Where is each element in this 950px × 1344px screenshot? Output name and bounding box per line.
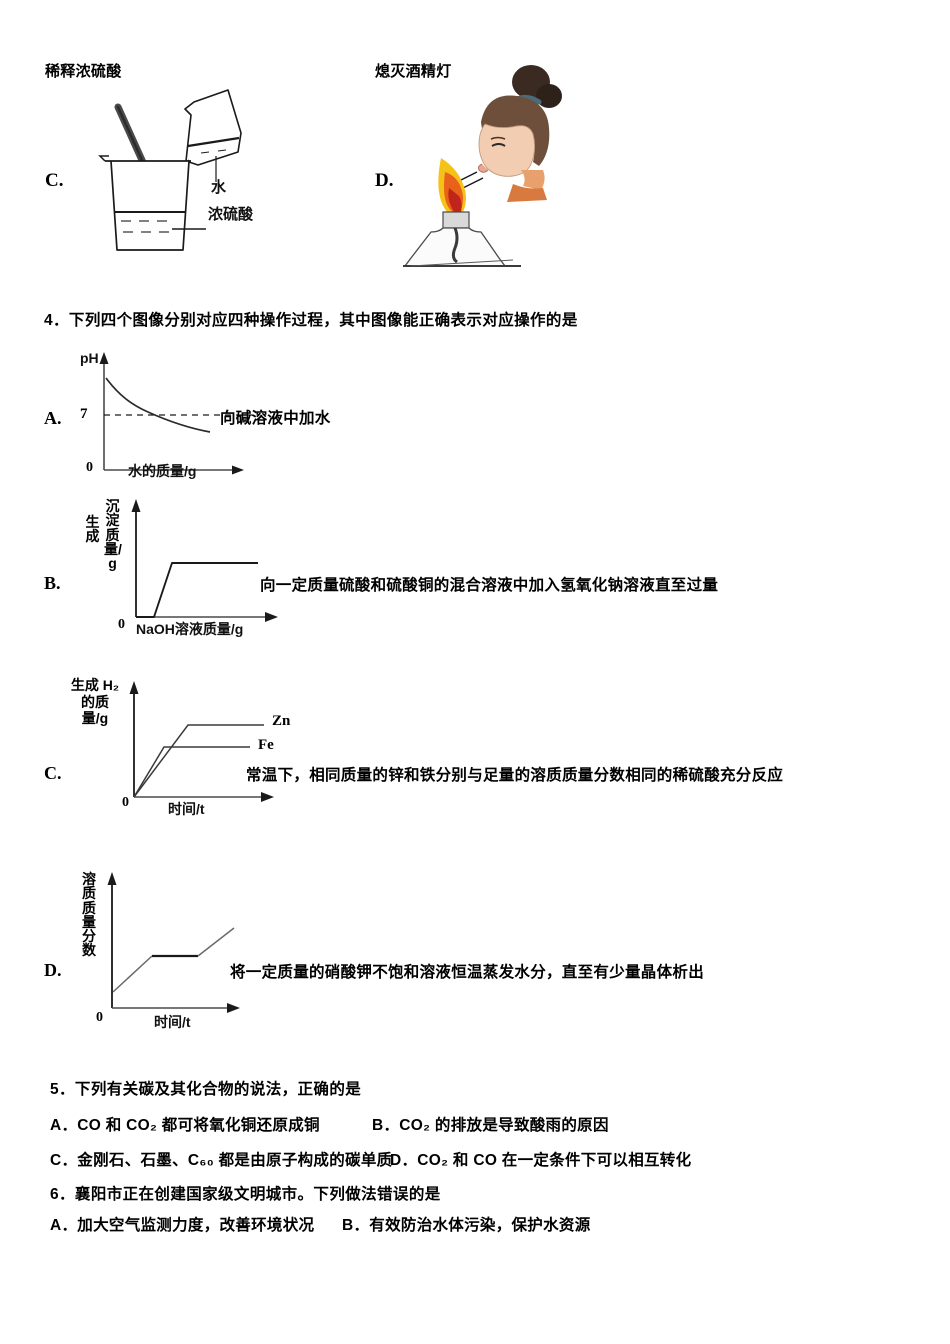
chart-a-letter: A. xyxy=(44,408,62,428)
apparatus-letter-d: D. xyxy=(375,170,394,191)
chart-d-xlabel: 时间/t xyxy=(154,1014,191,1030)
alcohol-lamp-blowout-icon xyxy=(403,65,562,267)
option-4b-description: 向一定质量硫酸和硫酸铜的混合溶液中加入氢氧化钠溶液直至过量 xyxy=(260,577,719,594)
chart-a-block: A. pH 7 0 水的质量/g 向碱溶液中加水 xyxy=(44,348,904,488)
chart-d-origin: 0 xyxy=(96,1010,103,1025)
apparatus-row: C. xyxy=(0,60,950,290)
chart-d-ylabel: 溶质质量分数 xyxy=(82,871,96,959)
chart-a-plot xyxy=(99,352,252,475)
chart-a-ylabel: pH xyxy=(80,350,99,366)
chart-c-letter: C. xyxy=(44,763,62,783)
beaker-label-conc-acid: 浓硫酸 xyxy=(208,206,254,223)
chart-c-block: C. 生成 H₂ 的质量/g Zn Fe 0 时间/t 常温下，相同质量的锌和铁… xyxy=(44,675,924,830)
chart-c-ylabel: 生成 H₂ 的质量/g xyxy=(68,677,122,727)
question-4-stem: 4．下列四个图像分别对应四种操作过程，其中图像能正确表示对应操作的是 xyxy=(44,312,578,329)
chart-c-plot xyxy=(129,681,274,802)
chart-b-letter: B. xyxy=(44,573,61,593)
chart-c-origin: 0 xyxy=(122,795,129,810)
chart-a-origin: 0 xyxy=(86,460,93,475)
question-5-option-c: C．金刚石、石墨、C₆₀ 都是由原子构成的碳单质 xyxy=(50,1152,393,1169)
chart-b-plot xyxy=(131,499,278,622)
option-4c-description: 常温下，相同质量的锌和铁分别与足量的溶质质量分数相同的稀硫酸充分反应 xyxy=(246,767,784,784)
apparatus-caption-c: 稀释浓硫酸 xyxy=(45,63,122,80)
chart-b-ylabel-right: 沉淀质量/g xyxy=(104,498,122,572)
chart-b-xlabel: NaOH溶液质量/g xyxy=(136,621,244,637)
question-6-option-b: B．有效防治水体污染，保护水资源 xyxy=(342,1217,591,1234)
chart-a-xlabel: 水的质量/g xyxy=(128,463,197,479)
chart-b-origin: 0 xyxy=(118,617,125,632)
chart-c-xlabel: 时间/t xyxy=(168,801,205,817)
apparatus-letter-c: C. xyxy=(45,170,64,191)
chart-b-ylabel-left: 生成 xyxy=(85,514,100,545)
chart-a-ytick-7: 7 xyxy=(80,406,88,422)
beaker-dilution-icon xyxy=(98,89,242,251)
chart-d-block: D. 溶质质量分数 0 时间/t 将一定质量的硝酸钾不饱和溶液恒温蒸发水分，直至… xyxy=(44,868,924,1043)
chart-c-ylabel-text: 生成 H₂ 的质量/g xyxy=(70,677,120,727)
chart-d-letter: D. xyxy=(44,960,62,980)
apparatus-item-c: C. xyxy=(45,60,375,280)
chart-c-series-label-fe: Fe xyxy=(258,737,274,753)
question-6-stem: 6．襄阳市正在创建国家级文明城市。下列做法错误的是 xyxy=(50,1186,441,1203)
option-4a-description: 向碱溶液中加水 xyxy=(220,410,331,427)
question-5-option-b: B．CO₂ 的排放是导致酸雨的原因 xyxy=(372,1117,609,1134)
chart-c-series-label-zn: Zn xyxy=(272,713,291,729)
chart-b-block: B. 生成 沉淀质量/g 0 NaOH溶液质量/g 向一定质量硫酸和硫酸铜的混合… xyxy=(44,495,924,645)
option-4d-description: 将一定质量的硝酸钾不饱和溶液恒温蒸发水分，直至有少量晶体析出 xyxy=(230,964,705,981)
apparatus-caption-d: 熄灭酒精灯 xyxy=(375,63,452,80)
beaker-label-water: 水 xyxy=(211,179,227,196)
question-6-option-a: A．加大空气监测力度，改善环境状况 xyxy=(50,1217,315,1234)
chart-d-plot xyxy=(107,872,240,1013)
question-5-option-a: A．CO 和 CO₂ 都可将氧化铜还原成铜 xyxy=(50,1117,320,1134)
question-5-stem: 5．下列有关碳及其化合物的说法，正确的是 xyxy=(50,1081,362,1098)
apparatus-item-d: D. xyxy=(375,60,775,280)
question-5-option-d: D．CO₂ 和 CO 在一定条件下可以相互转化 xyxy=(390,1152,692,1169)
